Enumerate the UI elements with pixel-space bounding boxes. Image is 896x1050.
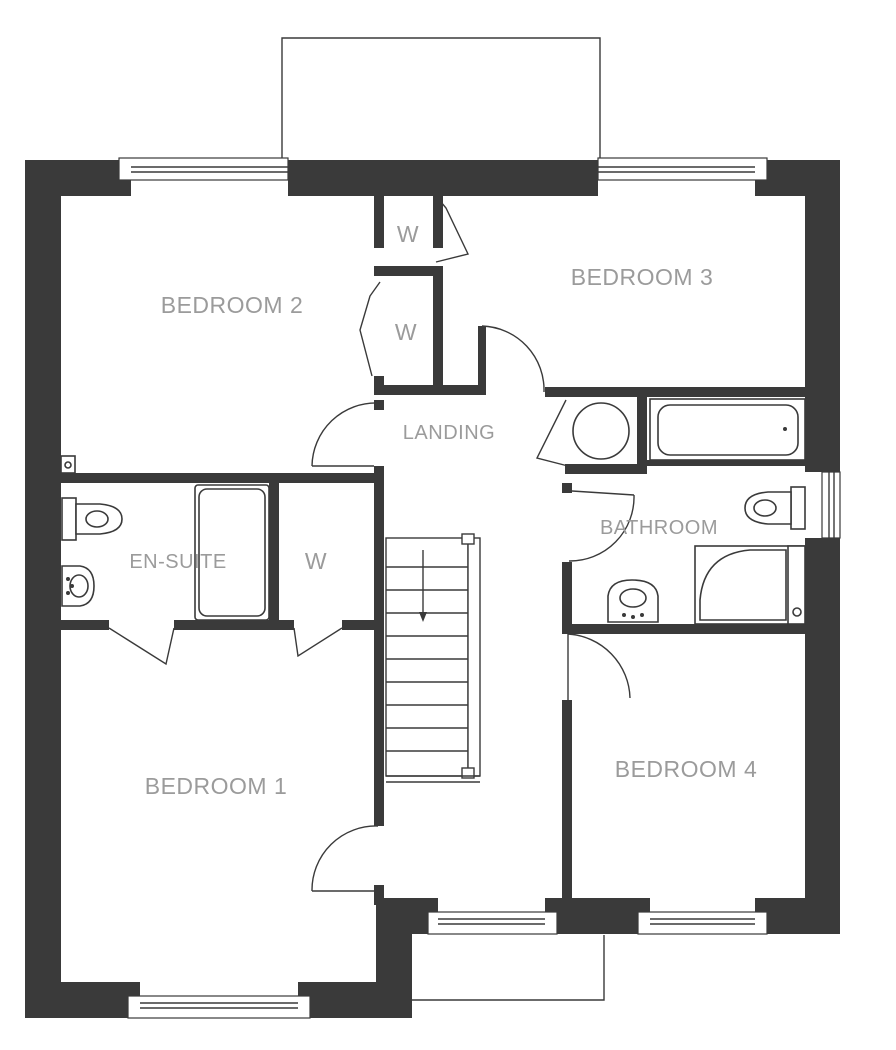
room-label-en-suite: EN-SUITE bbox=[129, 551, 226, 573]
toilet-icon bbox=[744, 486, 806, 530]
door-swing-icon bbox=[311, 402, 379, 467]
wardrobe-label-1: W bbox=[397, 221, 419, 247]
internal-walls bbox=[61, 196, 805, 910]
door-swing-icon bbox=[293, 627, 343, 658]
cylinder-icon bbox=[572, 402, 630, 460]
window-icon bbox=[427, 911, 558, 935]
bath-icon bbox=[649, 398, 806, 461]
toilet-icon bbox=[61, 497, 123, 541]
valve-icon bbox=[60, 455, 76, 474]
door-swing-icon bbox=[535, 399, 569, 467]
window-icon bbox=[597, 157, 768, 181]
basin-icon bbox=[61, 565, 95, 607]
window-icon bbox=[637, 911, 768, 935]
room-label-bedroom-2: BEDROOM 2 bbox=[161, 292, 304, 318]
staircase bbox=[385, 533, 481, 783]
room-label-bedroom-3: BEDROOM 3 bbox=[571, 264, 714, 290]
room-label-bedroom-4: BEDROOM 4 bbox=[615, 756, 758, 782]
window-icon bbox=[118, 157, 289, 181]
room-label-bathroom: BATHROOM bbox=[600, 517, 718, 539]
window-icon bbox=[127, 995, 311, 1019]
wardrobe-label-2: W bbox=[395, 319, 417, 345]
wardrobe-label-3: W bbox=[305, 548, 327, 574]
balcony-outline-top bbox=[281, 37, 601, 160]
room-label-landing: LANDING bbox=[403, 422, 495, 444]
door-swing-icon bbox=[567, 633, 631, 700]
door-swing-icon bbox=[108, 627, 175, 666]
stair-arrow-icon bbox=[419, 550, 427, 622]
basin-icon bbox=[607, 579, 659, 623]
external-walls bbox=[25, 160, 840, 1018]
door-swing-icon bbox=[481, 325, 545, 393]
porch-outline-bottom bbox=[409, 935, 605, 1001]
door-swing-icon bbox=[435, 195, 470, 263]
door-swing-icon bbox=[359, 281, 381, 377]
room-label-bedroom-1: BEDROOM 1 bbox=[145, 773, 288, 799]
window-icon bbox=[821, 471, 841, 539]
door-swing-icon bbox=[568, 490, 635, 562]
shower-icon bbox=[694, 545, 806, 625]
door-swing-icon bbox=[311, 825, 379, 892]
shower-icon bbox=[194, 484, 270, 621]
